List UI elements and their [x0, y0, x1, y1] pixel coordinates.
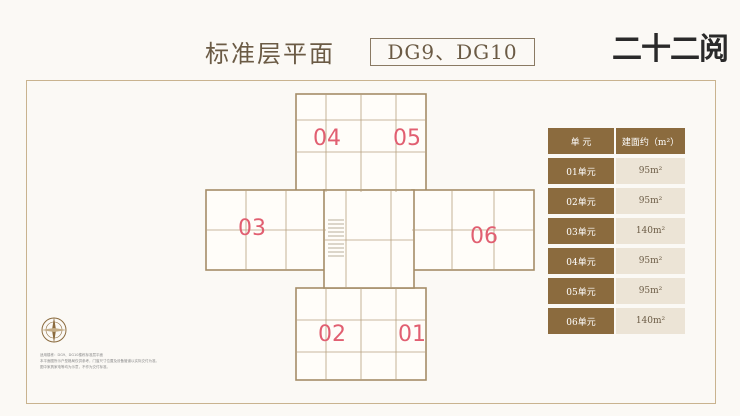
- area-table: 单 元 建面约（m²） 01单元 95m² 02单元 95m² 03单元 140…: [548, 128, 685, 338]
- footnotes: 适用楼栋：DG9、DG10楼栋标准层平面 本平面图所示户型格局仅供参考，门窗尺寸…: [40, 352, 240, 370]
- table-header-row: 单 元 建面约（m²）: [548, 128, 685, 154]
- footnote-line: 适用楼栋：DG9、DG10楼栋标准层平面: [40, 353, 103, 357]
- table-cell-area: 95m²: [616, 248, 685, 274]
- table-cell-unit: 06单元: [548, 308, 614, 334]
- table-cell-area: 95m²: [616, 188, 685, 214]
- brand-logo: 二十二阅: [612, 32, 729, 67]
- table-row: 02单元 95m²: [548, 188, 685, 214]
- unit-label-05: 05: [393, 126, 421, 151]
- table-cell-unit: 05单元: [548, 278, 614, 304]
- table-cell-area: 95m²: [616, 278, 685, 304]
- table-cell-unit: 01单元: [548, 158, 614, 184]
- floor-plan: [205, 93, 535, 381]
- building-code-box: DG9、DG10: [370, 38, 535, 66]
- unit-label-04: 04: [313, 126, 341, 151]
- table-row: 01单元 95m²: [548, 158, 685, 184]
- table-cell-area: 140m²: [616, 308, 685, 334]
- table-cell-unit: 03单元: [548, 218, 614, 244]
- unit-label-02: 02: [318, 322, 346, 347]
- page-title: 标准层平面: [205, 40, 335, 68]
- unit-label-03: 03: [238, 216, 266, 241]
- compass-icon: [41, 317, 67, 343]
- table-cell-unit: 04单元: [548, 248, 614, 274]
- table-row: 04单元 95m²: [548, 248, 685, 274]
- table-row: 06单元 140m²: [548, 308, 685, 334]
- unit-label-01: 01: [398, 322, 426, 347]
- unit-label-06: 06: [470, 224, 498, 249]
- table-row: 03单元 140m²: [548, 218, 685, 244]
- table-cell-unit: 02单元: [548, 188, 614, 214]
- table-cell-area: 140m²: [616, 218, 685, 244]
- table-header-unit: 单 元: [548, 128, 614, 154]
- footnote-line: 本平面图所示户型格局仅供参考，门窗尺寸位置及设备管道以实际交付为准。: [40, 359, 159, 363]
- table-header-area: 建面约（m²）: [616, 128, 685, 154]
- footnote-line: 图中家具家电等均为示意，不作为交付标准。: [40, 365, 110, 369]
- table-row: 05单元 95m²: [548, 278, 685, 304]
- table-cell-area: 95m²: [616, 158, 685, 184]
